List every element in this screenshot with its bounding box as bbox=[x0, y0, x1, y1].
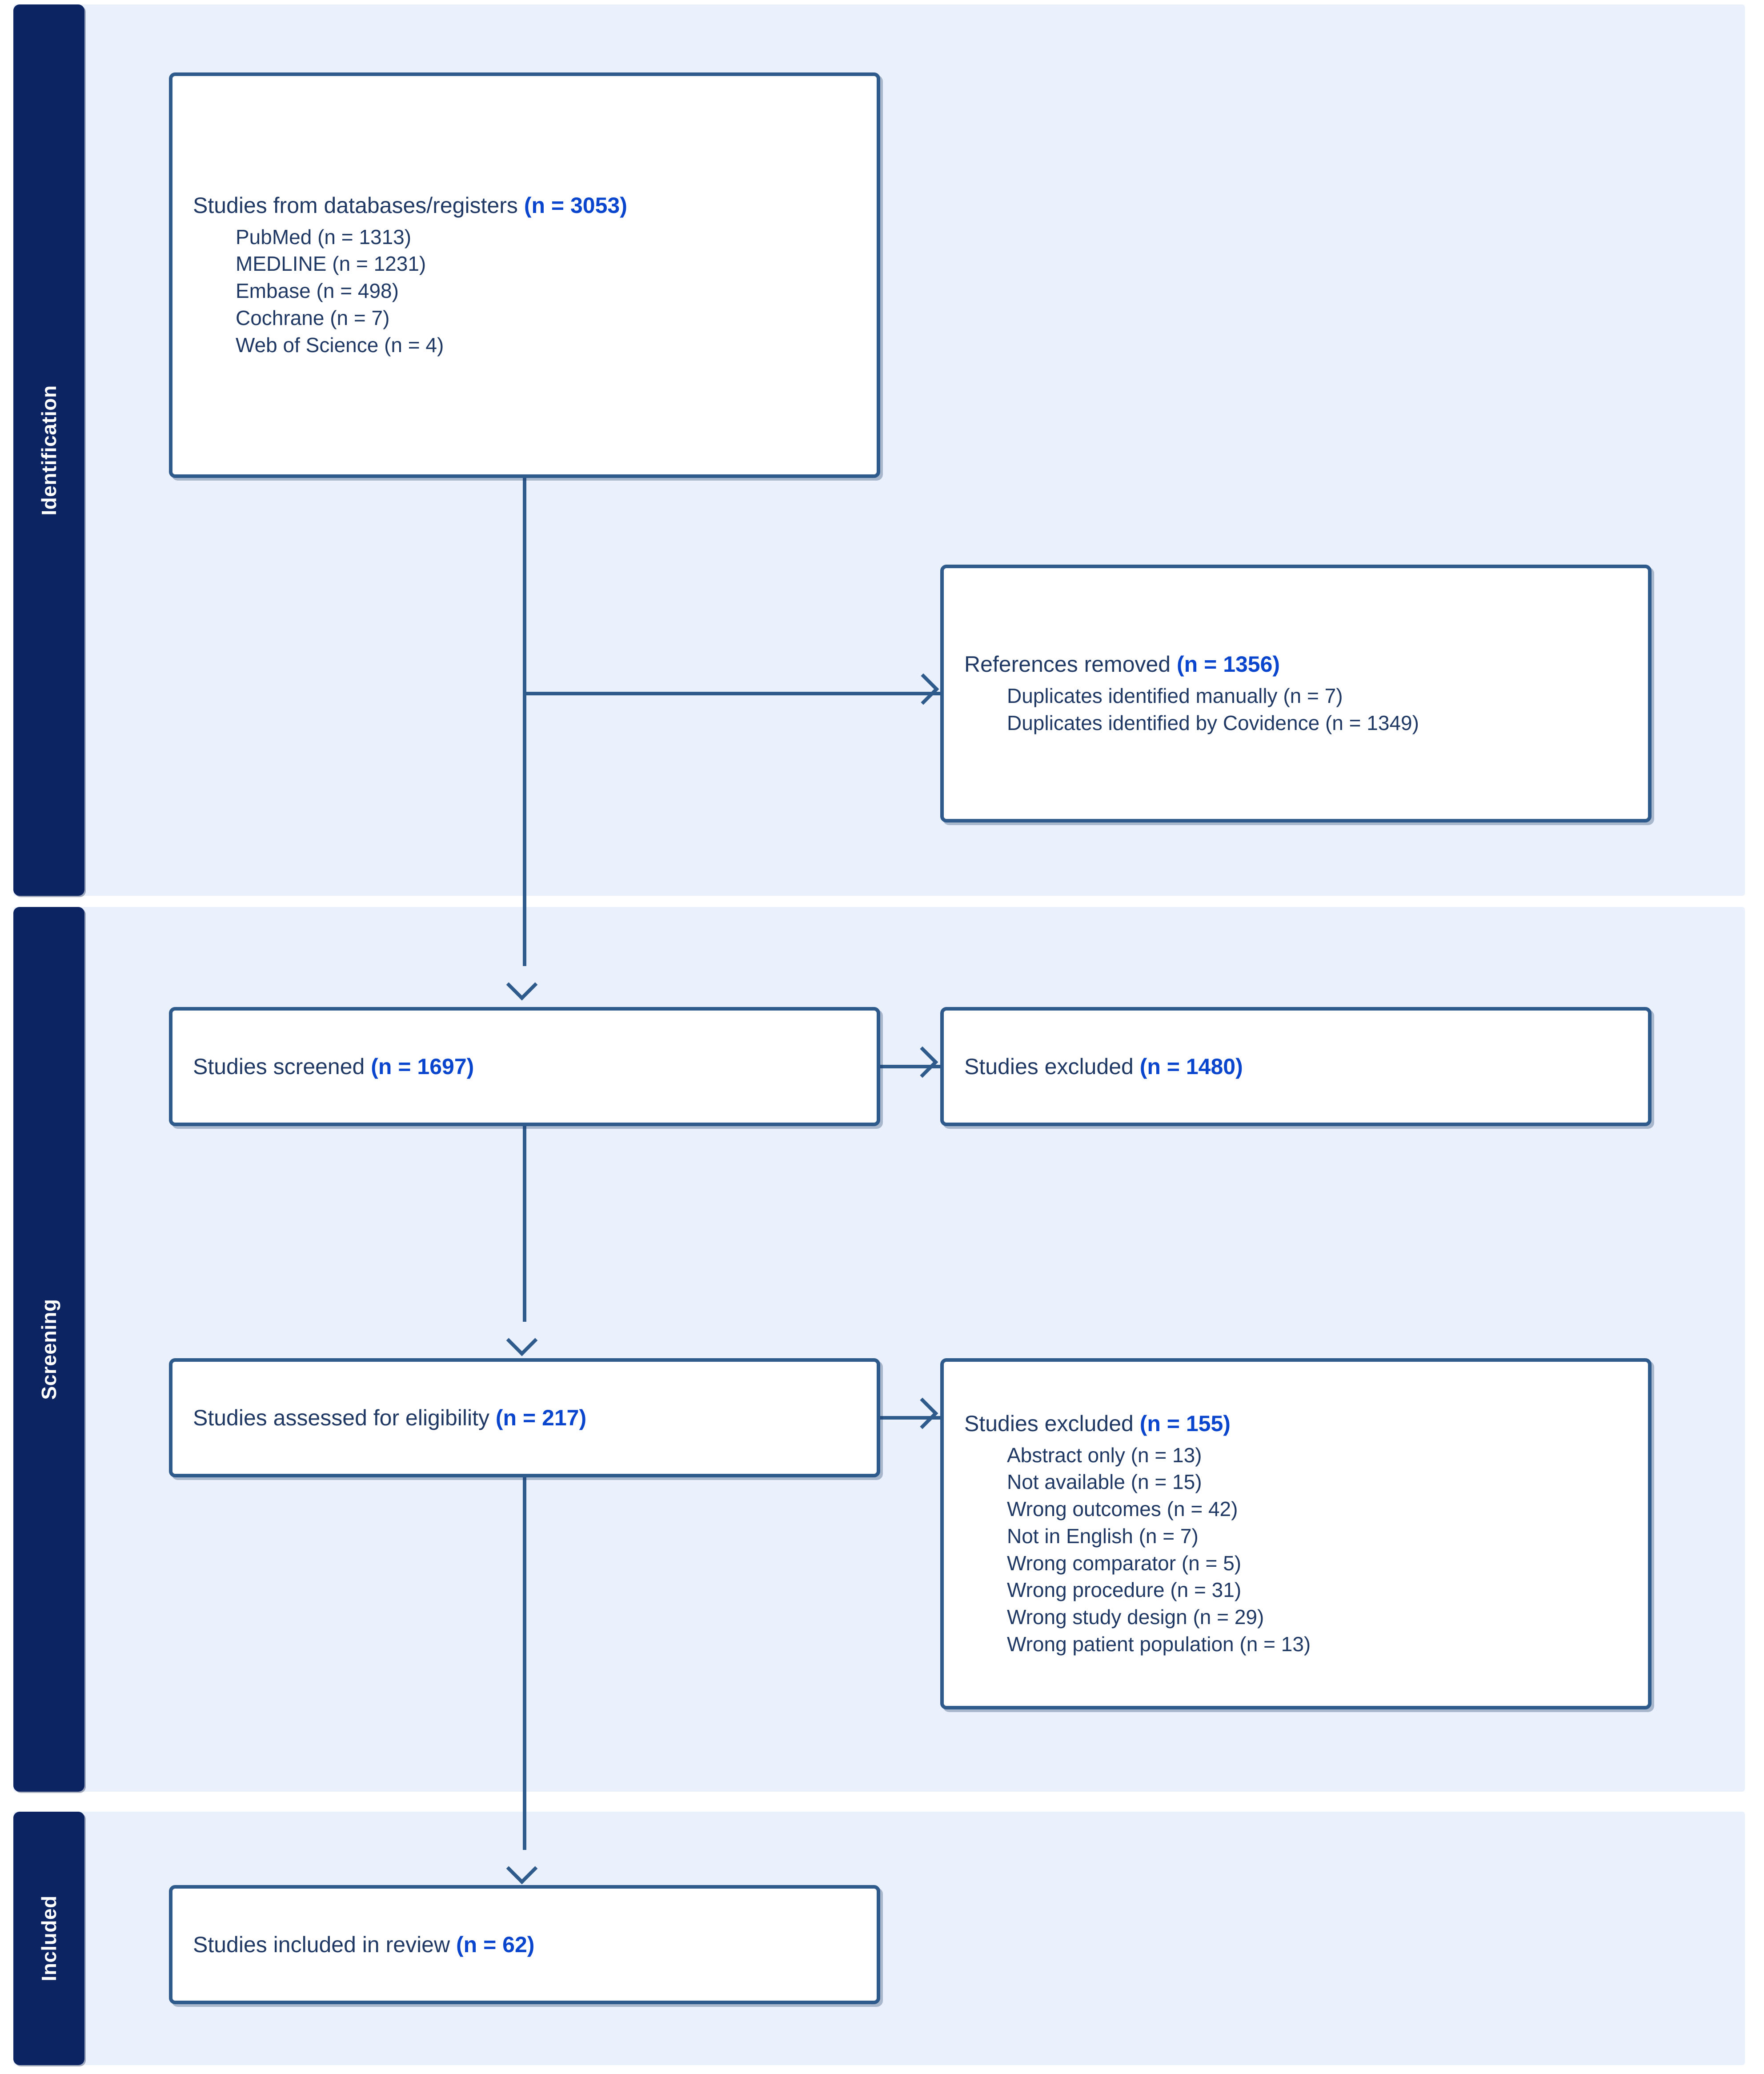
list-item: Embase (n = 498) bbox=[236, 279, 399, 303]
list-item: Web of Science (n = 4) bbox=[236, 333, 444, 357]
list-item: Duplicates identified manually (n = 7) bbox=[1007, 684, 1343, 707]
connector-sources-to-removed bbox=[523, 692, 944, 695]
node-count: (n = 1356) bbox=[1177, 651, 1280, 677]
node-studies-included-in-review: Studies included in review (n = 62) bbox=[169, 1885, 880, 2004]
node-studies-excluded-eligibility: Studies excluded (n = 155) Abstract only… bbox=[940, 1358, 1652, 1709]
node-title-text: Studies included in review bbox=[193, 1932, 456, 1957]
connector-screened-to-eligibility bbox=[523, 1126, 526, 1322]
node-content: Studies included in review (n = 62) bbox=[172, 1931, 877, 1958]
list-item: Duplicates identified by Covidence (n = … bbox=[1007, 711, 1419, 734]
stage-label-included: Included bbox=[13, 1812, 84, 2065]
list-item: MEDLINE (n = 1231) bbox=[236, 252, 426, 276]
node-title: Studies assessed for eligibility (n = 21… bbox=[193, 1404, 856, 1432]
node-studies-assessed-for-eligibility: Studies assessed for eligibility (n = 21… bbox=[169, 1358, 880, 1477]
node-title: Studies excluded (n = 1480) bbox=[964, 1053, 1628, 1080]
node-title: Studies excluded (n = 155) bbox=[964, 1410, 1628, 1437]
connector-sources-to-screened bbox=[523, 478, 526, 966]
list-item: Wrong outcomes (n = 42) bbox=[1007, 1497, 1238, 1521]
node-breakdown-list: Abstract only (n = 13) Not available (n … bbox=[964, 1442, 1628, 1658]
node-count: (n = 1697) bbox=[371, 1054, 474, 1079]
node-title-text: References removed bbox=[964, 651, 1177, 677]
node-breakdown-list: PubMed (n = 1313) MEDLINE (n = 1231) Emb… bbox=[193, 224, 856, 359]
node-title-text: Studies screened bbox=[193, 1054, 371, 1079]
node-content: Studies from databases/registers (n = 30… bbox=[172, 192, 877, 359]
stage-label-screening-text: Screening bbox=[37, 1299, 60, 1400]
node-content: Studies excluded (n = 155) Abstract only… bbox=[944, 1410, 1648, 1658]
node-title: References removed (n = 1356) bbox=[964, 651, 1628, 678]
node-references-removed: References removed (n = 1356) Duplicates… bbox=[940, 565, 1652, 822]
node-title-text: Studies excluded bbox=[964, 1054, 1140, 1079]
connector-eligibility-to-included bbox=[523, 1477, 526, 1850]
list-item: Wrong patient population (n = 13) bbox=[1007, 1632, 1311, 1656]
node-content: Studies screened (n = 1697) bbox=[172, 1053, 877, 1080]
list-item: PubMed (n = 1313) bbox=[236, 225, 412, 249]
connector-screened-to-excluded bbox=[880, 1065, 942, 1068]
node-studies-from-databases: Studies from databases/registers (n = 30… bbox=[169, 72, 880, 478]
node-count: (n = 155) bbox=[1139, 1411, 1231, 1436]
node-content: References removed (n = 1356) Duplicates… bbox=[944, 651, 1648, 736]
node-title-text: Studies from databases/registers bbox=[193, 193, 524, 218]
node-title-text: Studies assessed for eligibility bbox=[193, 1405, 496, 1430]
node-breakdown-list: Duplicates identified manually (n = 7) D… bbox=[964, 682, 1628, 736]
list-item: Cochrane (n = 7) bbox=[236, 306, 390, 329]
stage-label-screening: Screening bbox=[13, 907, 84, 1792]
node-title: Studies screened (n = 1697) bbox=[193, 1053, 856, 1080]
stage-label-identification: Identification bbox=[13, 4, 84, 896]
node-studies-screened: Studies screened (n = 1697) bbox=[169, 1007, 880, 1126]
list-item: Not available (n = 15) bbox=[1007, 1470, 1202, 1494]
node-count: (n = 62) bbox=[456, 1932, 535, 1957]
node-count: (n = 3053) bbox=[524, 193, 627, 218]
connector-eligibility-to-excluded bbox=[880, 1416, 942, 1420]
list-item: Not in English (n = 7) bbox=[1007, 1524, 1199, 1548]
node-title: Studies included in review (n = 62) bbox=[193, 1931, 856, 1958]
node-title: Studies from databases/registers (n = 30… bbox=[193, 192, 856, 219]
node-title-text: Studies excluded bbox=[964, 1411, 1140, 1436]
list-item: Abstract only (n = 13) bbox=[1007, 1443, 1202, 1467]
node-content: Studies assessed for eligibility (n = 21… bbox=[172, 1404, 877, 1432]
node-count: (n = 1480) bbox=[1139, 1054, 1243, 1079]
stage-label-included-text: Included bbox=[37, 1895, 60, 1982]
node-count: (n = 217) bbox=[495, 1405, 587, 1430]
list-item: Wrong study design (n = 29) bbox=[1007, 1605, 1264, 1629]
node-studies-excluded-screening: Studies excluded (n = 1480) bbox=[940, 1007, 1652, 1126]
list-item: Wrong procedure (n = 31) bbox=[1007, 1578, 1242, 1602]
node-content: Studies excluded (n = 1480) bbox=[944, 1053, 1648, 1080]
list-item: Wrong comparator (n = 5) bbox=[1007, 1551, 1242, 1575]
stage-label-identification-text: Identification bbox=[37, 385, 60, 516]
